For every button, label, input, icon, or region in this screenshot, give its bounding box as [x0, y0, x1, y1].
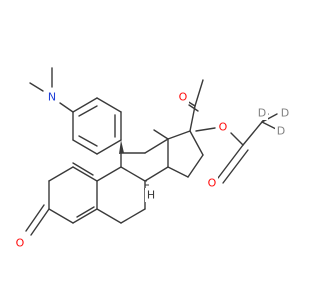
atom-label-background — [14, 236, 26, 250]
bond — [78, 135, 98, 147]
bond — [72, 97, 98, 113]
bond — [72, 208, 98, 224]
bond — [261, 121, 277, 130]
atom-d-top-1: D — [258, 107, 266, 120]
bond-layer — [25, 67, 278, 236]
bond — [189, 105, 196, 132]
bond — [120, 208, 146, 224]
bond — [29, 82, 44, 92]
atom-o-carbonyl: O — [208, 177, 217, 190]
atom-label-background — [217, 120, 229, 134]
bond — [222, 149, 249, 184]
atom-o-ketone: O — [16, 237, 25, 250]
bond — [195, 127, 216, 132]
bond — [96, 166, 122, 182]
bond — [78, 105, 98, 117]
bond — [230, 132, 244, 146]
wedge-bond — [119, 140, 124, 154]
bond — [242, 121, 263, 146]
bond — [144, 166, 169, 182]
atom-o-acetyl: O — [179, 91, 188, 104]
bond — [96, 208, 122, 224]
atom-d-right: D — [277, 125, 285, 138]
bond — [153, 129, 169, 140]
bond — [30, 208, 50, 236]
atom-h-8: H — [147, 189, 155, 202]
bond — [167, 130, 191, 140]
bond — [261, 113, 278, 123]
bond — [72, 139, 98, 155]
bond — [25, 204, 45, 232]
atom-label-background — [145, 188, 157, 202]
atom-label-background — [206, 176, 218, 190]
atom-n1: N — [48, 91, 56, 104]
bond — [96, 139, 122, 155]
bond — [48, 208, 74, 224]
bond — [96, 97, 122, 113]
bond — [188, 104, 199, 112]
bond — [120, 166, 146, 182]
atom-label-background — [46, 90, 58, 104]
bond — [167, 166, 189, 178]
atom-label-background — [275, 124, 287, 138]
atom-label-background — [256, 106, 268, 120]
atom-d-top-2: D — [281, 107, 289, 120]
bond — [144, 138, 169, 154]
bond — [72, 166, 98, 182]
atom-o-ester: O — [219, 121, 228, 134]
bond — [59, 102, 74, 113]
bond — [72, 162, 94, 176]
bond — [217, 144, 244, 179]
bond — [187, 154, 204, 178]
atom-label-background — [177, 90, 189, 104]
bond — [76, 206, 95, 218]
atom-label-background — [279, 106, 291, 120]
bond — [194, 79, 204, 107]
bond — [189, 130, 204, 156]
bond — [48, 166, 74, 182]
